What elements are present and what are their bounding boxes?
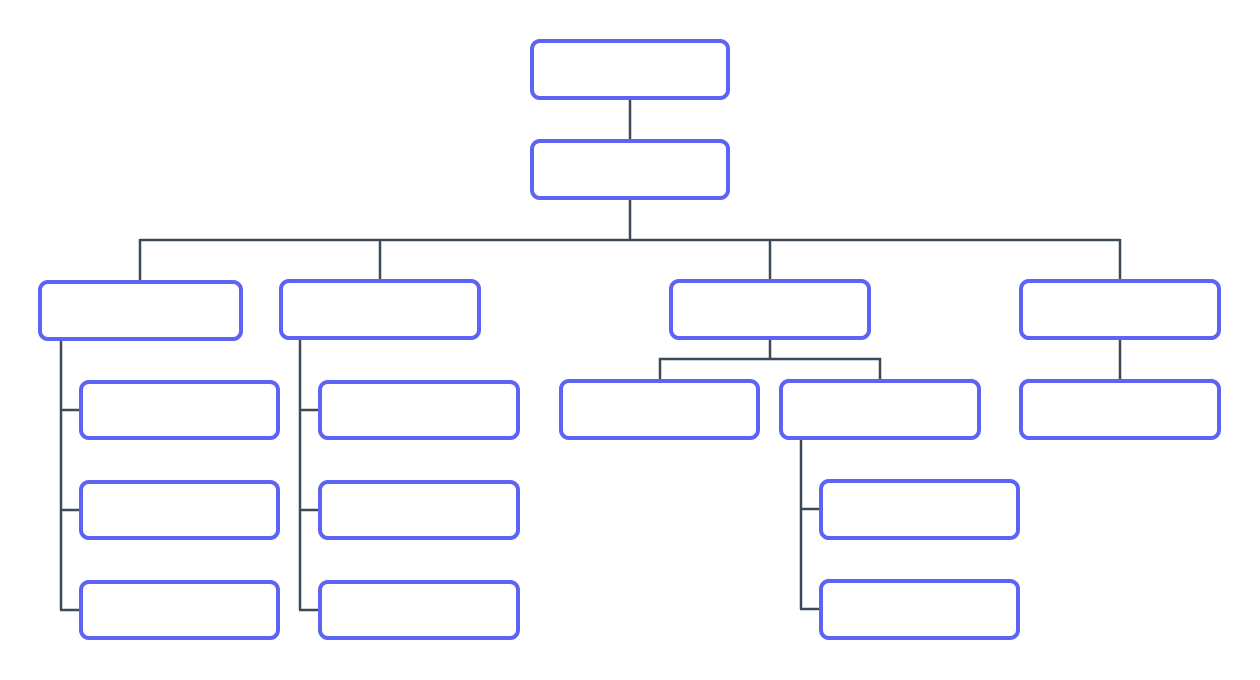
branch-2-child-3-box[interactable]: [318, 580, 520, 640]
branch-1-child-3-box[interactable]: [79, 580, 280, 640]
branch-3-child-2-box[interactable]: [779, 379, 981, 440]
root-box[interactable]: [530, 39, 730, 100]
subroot-box[interactable]: [530, 139, 730, 200]
branch-2-box[interactable]: [279, 279, 481, 340]
branch-3-grandchild-1-box[interactable]: [819, 479, 1020, 540]
branch-4-child-1-box[interactable]: [1019, 379, 1221, 440]
branch-3-grandchild-2-box[interactable]: [819, 579, 1020, 640]
branch-3-box[interactable]: [669, 279, 871, 340]
branch-3-child-1-box[interactable]: [559, 379, 760, 440]
connector-branch-3-mini-spine: [658, 357, 882, 380]
branch-1-child-1-box[interactable]: [79, 380, 280, 440]
branch-4-box[interactable]: [1019, 279, 1221, 340]
branch-2-child-2-box[interactable]: [318, 480, 520, 540]
branch-2-child-1-box[interactable]: [318, 380, 520, 440]
branch-1-box[interactable]: [38, 280, 243, 341]
branch-1-child-2-box[interactable]: [79, 480, 280, 540]
